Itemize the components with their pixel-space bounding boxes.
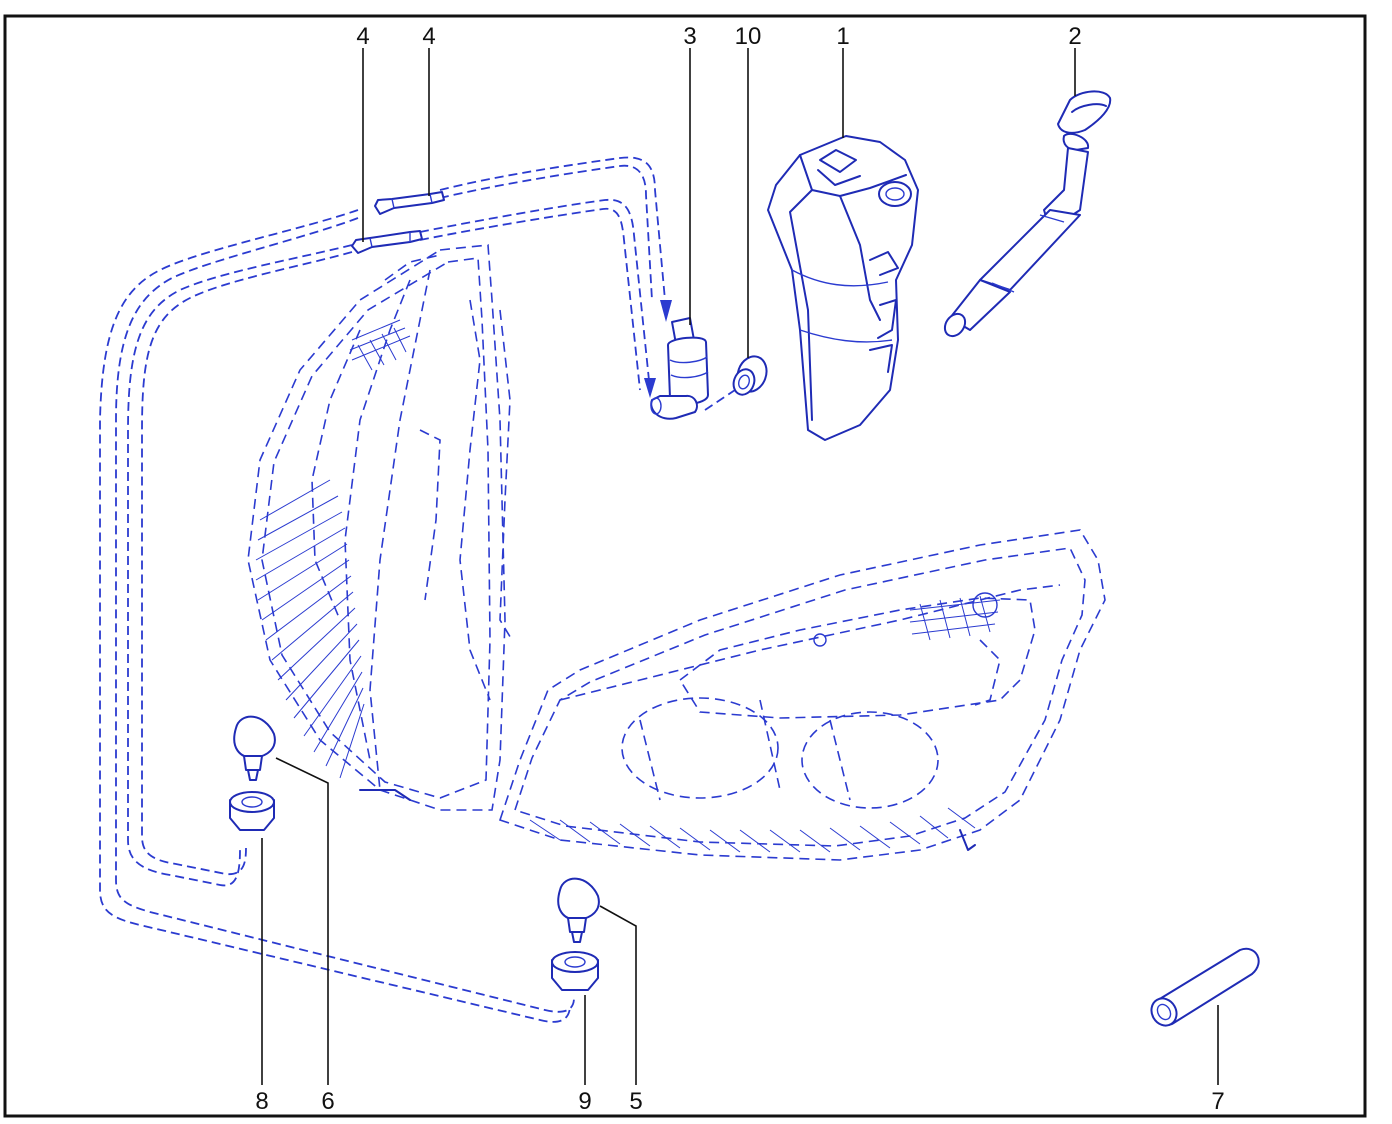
hose-connector-upper <box>374 191 445 215</box>
callout-8: 8 <box>255 1088 268 1115</box>
nozzle-grommet-right <box>551 951 599 991</box>
reservoir-filler-neck <box>943 90 1112 338</box>
nozzle-grommet-left <box>229 791 275 831</box>
callout-labels: 4 4 3 10 1 2 8 6 9 5 7 <box>255 23 1224 1115</box>
callout-4-lower: 4 <box>356 23 369 50</box>
pump-grommet <box>732 355 768 396</box>
washer-nozzle-left <box>233 715 276 781</box>
leader-lines <box>261 48 1219 1085</box>
callout-3: 3 <box>683 23 696 50</box>
callout-1: 1 <box>836 23 849 50</box>
washer-reservoir <box>767 135 919 441</box>
callout-9: 9 <box>578 1088 591 1115</box>
callout-5: 5 <box>629 1088 642 1115</box>
hose-sleeve <box>1150 947 1260 1027</box>
callout-6: 6 <box>321 1088 334 1115</box>
washer-hoses <box>99 156 736 1023</box>
left-headlamp-phantom <box>247 244 513 811</box>
callout-2: 2 <box>1068 23 1081 50</box>
callout-4-upper: 4 <box>422 23 435 50</box>
diagram-border <box>3 14 1367 1118</box>
right-headlamp-phantom <box>498 529 1106 861</box>
callout-10: 10 <box>735 23 762 50</box>
washer-nozzle-right <box>557 877 600 943</box>
callout-7: 7 <box>1211 1088 1224 1115</box>
washer-pump <box>650 317 709 420</box>
